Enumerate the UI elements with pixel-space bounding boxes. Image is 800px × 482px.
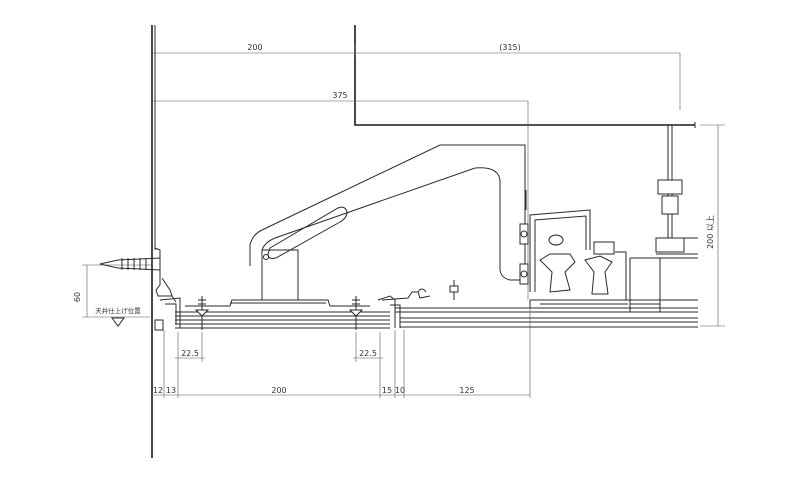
bottom-dimensions: 12 13 200 15 10 125 xyxy=(152,308,531,398)
arm-bracket xyxy=(249,144,529,285)
wall-bracket xyxy=(154,247,181,331)
dim-inner-22-5-left: 22.5 xyxy=(181,349,199,358)
top-dimensions: 200 (315) 375 xyxy=(152,43,681,300)
wall-lines xyxy=(151,25,696,458)
dim-left-60: 60 xyxy=(73,292,82,302)
inner-dimensions: 22.5 22.5 xyxy=(175,332,383,362)
dim-bottom-12: 12 xyxy=(153,386,163,395)
ceiling-panel xyxy=(175,288,698,329)
dim-bottom-125: 125 xyxy=(459,386,474,395)
dim-top-315: (315) xyxy=(499,43,521,52)
dim-top-200: 200 xyxy=(247,43,262,52)
ceiling-finish-label: 天井仕上げ位置 xyxy=(95,306,141,315)
screw-mid xyxy=(449,280,459,300)
screw-left xyxy=(194,296,210,330)
dim-right-200-or-more: 200 以上 xyxy=(706,215,715,249)
dim-inner-22-5-right: 22.5 xyxy=(359,349,377,358)
screws xyxy=(194,280,459,330)
clamp-assembly xyxy=(529,209,698,313)
dim-bottom-13: 13 xyxy=(166,386,176,395)
screw-right xyxy=(348,296,364,330)
inner-channel xyxy=(185,249,370,307)
hanger-bolt xyxy=(655,125,698,259)
dim-top-375: 375 xyxy=(332,91,347,100)
level-triangle-icon xyxy=(111,317,125,327)
dim-bottom-200: 200 xyxy=(271,386,286,395)
clamp-ring-icon xyxy=(548,234,564,246)
anchor-bolt xyxy=(99,257,161,271)
right-dimension: 200 以上 xyxy=(700,124,725,327)
dim-bottom-15: 15 xyxy=(382,386,392,395)
left-dimension: 60 天井仕上げ位置 xyxy=(73,264,152,327)
dim-bottom-10: 10 xyxy=(395,386,405,395)
